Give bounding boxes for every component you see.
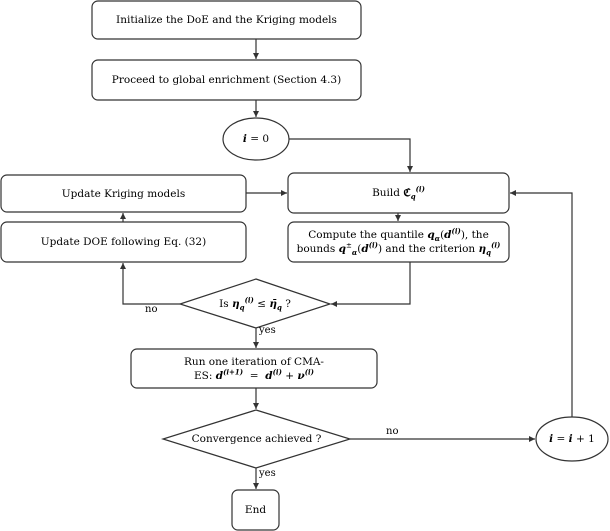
t: ν (297, 369, 305, 382)
t: + 1 (572, 433, 595, 445)
t: ES: (194, 369, 216, 382)
build-text: Build (372, 187, 404, 199)
t: ( (357, 243, 362, 255)
build-sub: q (410, 192, 416, 202)
init-node: Initialize the DoE and the Kriging model… (92, 1, 361, 39)
end-box (231, 489, 280, 531)
edge-label-no: no (386, 426, 399, 437)
t: ( (440, 229, 445, 241)
t: ), the (460, 229, 489, 241)
t: + (281, 369, 298, 382)
cma-line2: ES: d(i+1) = d(i) + ν(i) (194, 367, 314, 383)
conv-node: Convergence achieved ? (163, 419, 350, 459)
t: Is (219, 298, 233, 310)
compute-line2: bounds q±α(d(i)) and the criterion ηq(i) (296, 240, 501, 258)
t: q (338, 243, 346, 255)
end-node: End (232, 490, 279, 530)
t: d (361, 243, 369, 255)
global-label: Proceed to global enrichment (Section 4.… (111, 74, 342, 86)
t: (i) (244, 295, 254, 305)
compute-line1: Compute the quantile qα(d(i)), the (308, 226, 489, 244)
t: i (549, 433, 554, 445)
t: (i+1) (223, 367, 244, 376)
t: d (444, 229, 452, 241)
t: q (239, 303, 245, 313)
global-box (91, 59, 362, 101)
compute-node: Compute the quantile qα(d(i)), the bound… (288, 222, 509, 262)
t: i (568, 433, 573, 445)
cma-box (130, 348, 378, 389)
cma-line1: Run one iteration of CMA- (184, 355, 324, 368)
t: ± (345, 241, 352, 250)
t: d (215, 369, 224, 382)
update-kriging-node: Update Kriging models (1, 175, 246, 212)
update-kriging-label: Update Kriging models (61, 187, 186, 200)
check-node: Is ηq(i) ≤ η̄q ? (180, 284, 330, 324)
t: η (478, 243, 487, 255)
t: (i) (491, 240, 501, 250)
t: Compute the quantile (308, 229, 428, 241)
i0-node: i = 0 (223, 118, 289, 160)
conv-label: Convergence achieved ? (191, 433, 322, 445)
compute-box (287, 221, 510, 263)
t: (i) (368, 240, 378, 250)
t: bounds (296, 243, 339, 255)
update-doe-label: Update DOE following Eq. (32) (40, 236, 207, 248)
global-enrichment-node: Proceed to global enrichment (Section 4.… (92, 60, 361, 100)
update-doe-node: Update DOE following Eq. (32) (1, 222, 246, 262)
edge-label-yes: yes (259, 468, 276, 479)
inc-node: i = i + 1 (536, 417, 608, 461)
t: q (486, 248, 492, 258)
init-box (91, 0, 362, 40)
t: = (243, 369, 266, 382)
build-sup: (i) (415, 184, 425, 194)
t: η (232, 298, 240, 310)
t: (i) (451, 226, 461, 236)
t: η̄ (269, 298, 277, 310)
build-node: Build ℭq(i) (288, 173, 509, 213)
t: α (351, 248, 358, 258)
t: ≤ (253, 298, 270, 310)
t: ) and the criterion (377, 243, 479, 255)
i0-var: i (242, 133, 247, 145)
t: α (434, 234, 441, 244)
i0-eq: = 0 (246, 133, 270, 145)
t: ? (281, 298, 291, 310)
t: q (427, 229, 435, 241)
t: d (265, 369, 273, 382)
cma-node: Run one iteration of CMA- ES: d(i+1) = d… (131, 349, 377, 388)
t: (i) (272, 367, 282, 376)
edge-label-no: no (145, 304, 158, 315)
t: = (553, 433, 569, 445)
edge-label-yes: yes (259, 325, 276, 336)
build-sym: ℭ (403, 187, 411, 199)
t: q (276, 303, 282, 313)
t: (i) (304, 367, 314, 376)
end-label: End (244, 504, 267, 516)
init-label: Initialize the DoE and the Kriging model… (116, 14, 337, 26)
